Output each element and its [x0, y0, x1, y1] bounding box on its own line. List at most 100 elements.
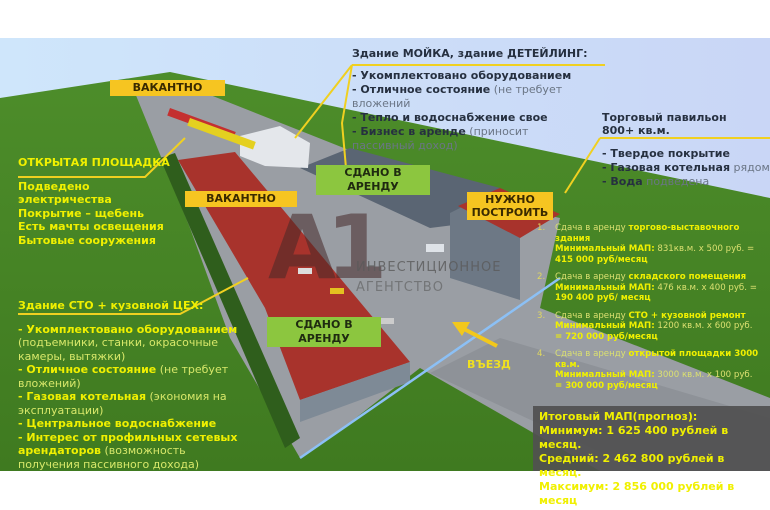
item-pre: Сдача в аренду: [555, 223, 629, 233]
wash-item: - Отличное состояние (не требует вложени…: [352, 83, 612, 111]
item-calc: 1200 кв.м. х 600 руб.: [654, 321, 753, 331]
sto-item-note: (подъемники, станки, окрасочные камеры, …: [18, 336, 218, 363]
item-body: Сдача в аренду торгово-выставочного здан…: [555, 223, 767, 265]
dark-strip: [160, 153, 300, 448]
logo-line-2: АГЕНТСТВО: [356, 280, 444, 295]
wash-item: - Тепло и водоснабжение свое: [352, 111, 612, 125]
logo-mark: А1: [268, 196, 387, 299]
pavilion-block: Торговый павильон 800+ кв.м. - Твердое п…: [602, 111, 770, 189]
pavilion-item-note: подведена: [642, 175, 710, 188]
sto-item: - Отличное состояние (не требует вложени…: [18, 363, 243, 390]
open-area-item: Есть мачты освещения: [18, 220, 164, 233]
item-what: торгово-выставочного здания: [555, 223, 740, 244]
item-pre: Сдача в аренду: [555, 349, 629, 359]
item-result: = 720 000 руб/месяц: [555, 331, 658, 342]
item-number: 2.: [537, 272, 546, 282]
pavilion-title-1: Торговый павильон: [602, 111, 727, 124]
sto-item: - Центральное водоснабжение: [18, 417, 243, 431]
boundary-line: [299, 276, 561, 460]
sto-item-bold: - Интерес от профильных сетевых арендато…: [18, 430, 238, 458]
sto-title: Здание СТО + кузовной ЦЕХ:: [18, 299, 204, 312]
wash-block: Здание МОЙКА, здание ДЕТЕЙЛИНГ: - Укомпл…: [352, 47, 612, 153]
item-what: открытой площадки 3000 кв.м.: [555, 349, 759, 370]
wash-item-bold: - Бизнес в аренде: [352, 125, 466, 138]
label-rented-mid: СДАНО В АРЕНДУ: [316, 165, 430, 195]
open-area-item: Подведено: [18, 179, 90, 193]
label-vacant-top: ВАКАНТНО: [110, 80, 225, 96]
item-map-label: Минимальный МАП:: [555, 321, 655, 331]
need-build-line-1: НУЖНО: [485, 193, 535, 206]
car-wash-building: [240, 126, 310, 168]
sto-item: - Укомплектовано оборудованием (подъемни…: [18, 323, 243, 364]
logo-line-1: ИНВЕСТИЦИОННОЕ: [356, 260, 502, 275]
wash-item-note: (не требует вложений: [352, 83, 563, 110]
wash-item-bold: - Отличное состояние: [352, 83, 491, 96]
item-number: 4.: [537, 349, 546, 359]
item-body: Сдача в аренду открытой площадки 3000 кв…: [555, 349, 767, 391]
item-result: = 300 000 руб/месяц: [555, 380, 658, 391]
rent-list: 1.Сдача в аренду торгово-выставочного зд…: [537, 223, 767, 398]
pavilion-item: - Газовая котельная рядом: [602, 161, 770, 175]
item-calc: 3000 кв.м. х 100 руб.: [654, 370, 753, 380]
pavilion-item-note: рядом: [730, 161, 770, 174]
entrance-arrow: [452, 322, 498, 348]
sto-item: - Интерес от профильных сетевых арендато…: [18, 431, 243, 472]
label-entrance: ВЪЕЗД: [467, 358, 511, 371]
item-number: 3.: [537, 310, 546, 321]
open-area-item: Бытовые сооружения: [18, 233, 156, 247]
summary-min: Минимум: 1 625 400 рублей в месяц.: [539, 424, 729, 451]
item-map-label: Минимальный МАП:: [555, 244, 655, 254]
summary-title: Итоговый МАП(прогноз):: [539, 410, 698, 423]
wash-item: - Бизнес в аренде (приносит пассивный до…: [352, 125, 587, 153]
sto-item-bold: - Центральное водоснабжение: [18, 417, 217, 430]
site-render: [0, 38, 770, 471]
sto-block: Здание СТО + кузовной ЦЕХ: - Укомплектов…: [18, 299, 243, 471]
open-area-item: электричества: [18, 193, 112, 206]
wash-item-bold: - Тепло и водоснабжение свое: [352, 111, 548, 124]
label-rented-bottom: СДАНО В АРЕНДУ: [267, 317, 381, 347]
sto-item-note: (не требует вложений): [18, 363, 229, 390]
item-pre: Сдача в аренду: [555, 310, 629, 321]
sto-item-bold: - Отличное состояние: [18, 363, 157, 376]
wash-item-note: (приносит пассивный доход): [352, 125, 529, 152]
sto-item-note: (экономия на эксплуатации): [18, 390, 227, 417]
item-map-label: Минимальный МАП:: [555, 282, 655, 293]
sto-item-bold: - Газовая котельная: [18, 390, 147, 403]
open-area-item: Покрытие – щебень: [18, 206, 145, 220]
summary-max: Максимум: 2 856 000 рублей в месяц: [539, 480, 735, 507]
sto-item: - Газовая котельная (экономия на эксплуа…: [18, 390, 243, 417]
open-area-title: ОТКРЫТАЯ ПЛОЩАДКА: [18, 156, 170, 169]
item-pre: Сдача в аренду: [555, 272, 629, 282]
item-map-label: Минимальный МАП:: [555, 370, 655, 380]
wash-title: Здание МОЙКА, здание ДЕТЕЙЛИНГ:: [352, 47, 588, 60]
open-area-block: ОТКРЫТАЯ ПЛОЩАДКА Подведено электричеств…: [18, 156, 218, 247]
sto-item-bold: - Укомплектовано оборудованием: [18, 322, 238, 336]
callout-lines: [18, 64, 770, 315]
item-what: складского помещения: [628, 272, 747, 282]
summary-box: Итоговый МАП(прогноз): Минимум: 1 625 40…: [533, 406, 770, 507]
item-calc: 831кв.м. х 500 руб. =: [654, 244, 755, 254]
pavilion-item-bold: - Вода: [602, 175, 643, 188]
cars: [167, 108, 444, 324]
pavilion-item-bold: - Газовая котельная: [602, 161, 731, 174]
pavilion-item-bold: - Твердое покрытие: [602, 147, 730, 160]
item-result: 415 000 руб/месяц: [555, 254, 648, 265]
pavilion-item: - Вода подведена: [602, 175, 770, 189]
item-what: СТО + кузовной ремонт: [628, 310, 746, 321]
wash-item: - Укомплектовано оборудованием: [352, 69, 612, 83]
rent-list-item: 4. Сдача в аренду открытой площадки 3000 …: [537, 349, 767, 391]
pavilion-title-2: 800+ кв.м.: [602, 124, 670, 137]
pavilion-item: - Твердое покрытие: [602, 147, 770, 161]
agency-logo: А1 ИНВЕСТИЦИОННОЕ АГЕНТСТВО: [268, 198, 508, 302]
need-build-line-2: ПОСТРОИТЬ: [471, 206, 549, 219]
sto-wall: [300, 362, 410, 422]
sto-item-note: (возможность получения пассивного дохода…: [18, 444, 199, 471]
item-calc: 476 кв.м. х 400 руб. =: [654, 282, 757, 293]
summary-avg: Средний: 2 462 800 рублей в месяц.: [539, 452, 725, 479]
item-result: 190 400 руб/ месяц: [555, 293, 651, 303]
rent-list-item: 1.Сдача в аренду торгово-выставочного зд…: [537, 223, 767, 265]
